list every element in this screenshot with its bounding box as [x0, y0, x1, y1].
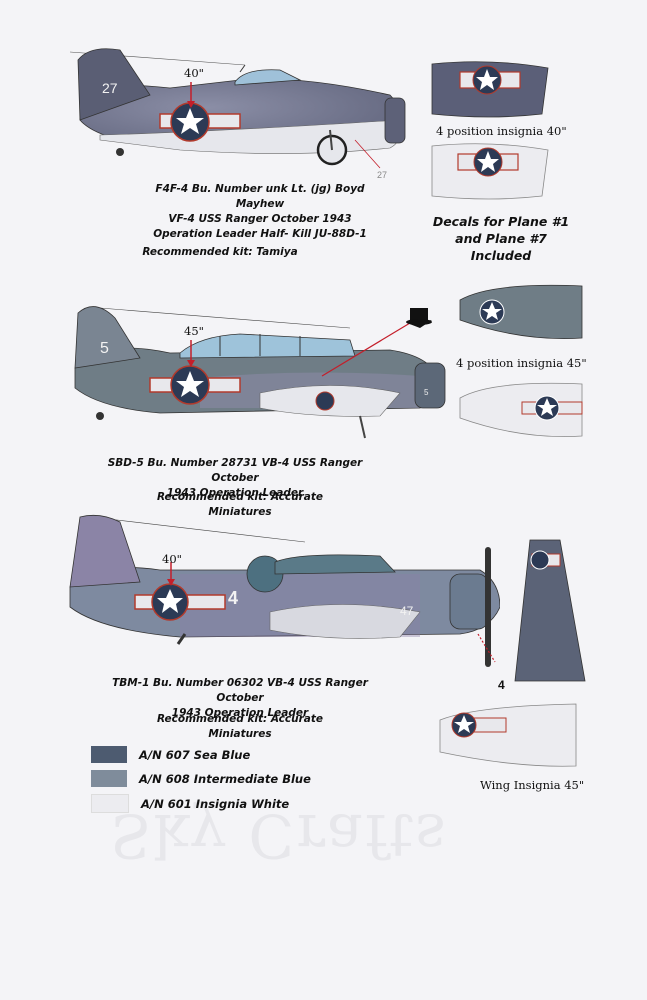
plane1-profile [69, 48, 406, 169]
plane1-insignia-note: 4 position insignia 40" [436, 124, 567, 138]
plane3-size-label: 40" [162, 552, 182, 566]
plane1-caption-line-1: F4F-4 Bu. Number unk Lt. (jg) Boyd Mayhe… [155, 183, 365, 210]
plane3-callout-number: 4 [498, 678, 505, 692]
legend-item: A/N 608 Intermediate Blue [91, 770, 311, 787]
plane2-tail-number: 5 [100, 340, 109, 357]
legend-item: A/N 607 Sea Blue [91, 746, 311, 763]
plane1-kit: Recommended kit: Tamiya [142, 246, 298, 258]
plane3-tail-view [514, 539, 586, 682]
plane1-caption: F4F-4 Bu. Number unk Lt. (jg) Boyd Mayhe… [140, 182, 380, 242]
plane2-profile [74, 306, 446, 439]
plane2-caption-line-2: 1943 Operation Leader [166, 487, 304, 499]
plane3-caption-line-1: TBM-1 Bu. Number 06302 VB-4 USS Ranger O… [112, 677, 368, 704]
plane3-caption: TBM-1 Bu. Number 06302 VB-4 USS Ranger O… [100, 676, 380, 721]
plane1-belly-number: 27 [377, 170, 388, 180]
legend-swatch-sea-blue [91, 746, 127, 763]
plane2-kit: Recommended kit: Accurate Miniatures [157, 491, 323, 518]
legend-swatch-intermediate-blue [91, 770, 127, 787]
plane3-caption-line-2: 1943 Operation Leader [171, 707, 309, 719]
plane2-caption-line-1: SBD-5 Bu. Number 28731 VB-4 USS Ranger O… [107, 457, 363, 484]
plane2-wing-bottom [459, 382, 583, 438]
plane2-cowl-number: 5 [424, 388, 429, 397]
plane3-wing-bottom [439, 703, 577, 767]
plane2-wing-top [459, 284, 583, 340]
plane3-kit: Recommended kit: Accurate Miniatures [157, 713, 323, 740]
plane1-size-label: 40" [184, 66, 204, 80]
plane3-nose-number: 47 [400, 604, 414, 618]
plane1-caption-line-3: Operation Leader Half- Kill JU-88D-1 [153, 228, 367, 240]
legend-swatch-insignia-white [91, 794, 129, 813]
legend-label: A/N 608 Intermediate Blue [139, 771, 311, 786]
plane2-caption: SBD-5 Bu. Number 28731 VB-4 USS Ranger O… [100, 456, 370, 501]
legend-label: A/N 607 Sea Blue [139, 747, 251, 762]
decals-note-line-1: Decals for Plane #1 [432, 214, 570, 229]
legend-label: A/N 601 Insignia White [141, 796, 290, 811]
plane1-wing-top [431, 61, 549, 118]
decals-note: Decals for Plane #1 and Plane #7 Include… [426, 213, 576, 264]
decals-note-line-2: and Plane #7 Included [455, 231, 547, 263]
plane1-caption-line-2: VF-4 USS Ranger October 1943 [168, 213, 352, 225]
plane2-insignia-note: 4 position insignia 45" [456, 356, 587, 370]
plane1-wing-bottom [431, 143, 549, 200]
plane3-fuselage-number: 4 [228, 588, 239, 608]
legend-item: A/N 601 Insignia White [91, 794, 311, 813]
plane3-profile [69, 514, 500, 667]
plane2-size-label: 45" [184, 324, 204, 338]
plane1-tail-number: 27 [102, 80, 118, 96]
color-legend: A/N 607 Sea Blue A/N 608 Intermediate Bl… [91, 746, 311, 813]
plane3-insignia-note: Wing Insignia 45" [480, 778, 585, 792]
